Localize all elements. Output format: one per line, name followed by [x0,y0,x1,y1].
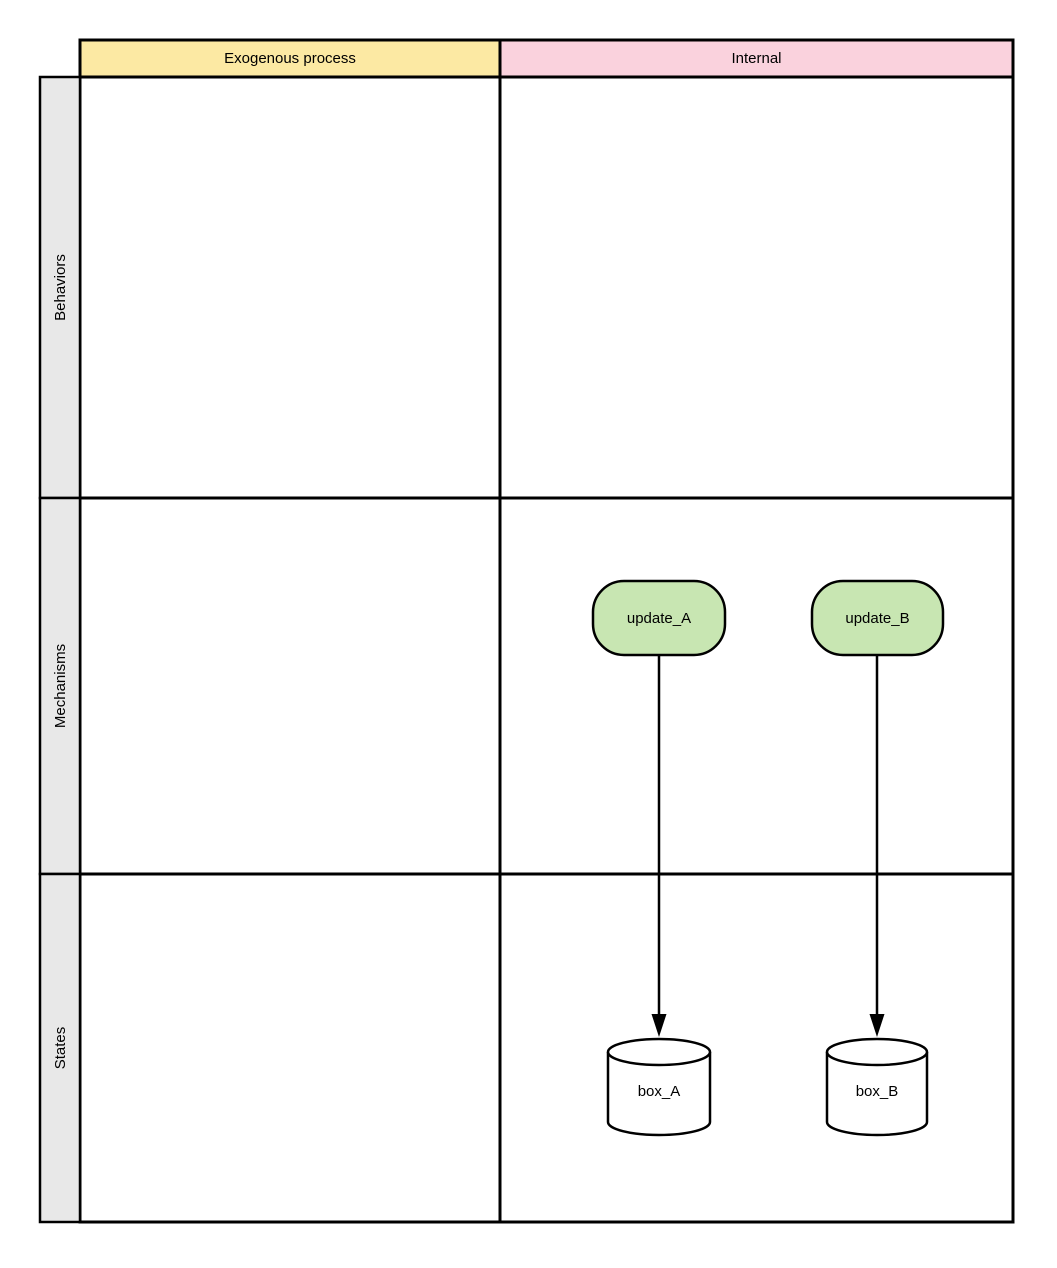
node-box-b-body [825,1052,929,1137]
cell-behaviors-exogenous [78,75,502,500]
node-box-a-top [606,1037,712,1067]
node-update-b [810,579,945,657]
cell-mechanisms-exogenous [78,496,502,876]
row-header-states-label: States [52,1027,69,1070]
arrowhead-boxB-icon [869,1014,885,1037]
column-header-internal-label: Internal [731,50,781,67]
row-header-states [38,872,82,1224]
cell-states-exogenous [78,872,502,1224]
row-header-mechanisms-label: Mechanisms [52,644,69,728]
node-box-a-label: box_A [638,1083,681,1100]
cell-mechanisms-internal [498,496,1015,876]
node-box-b-label: box_B [856,1083,899,1100]
node-box-b-top [825,1037,929,1067]
node-update-b-label: update_B [845,610,909,627]
column-header-exogenous-label: Exogenous process [224,50,356,67]
row-header-mechanisms [38,496,82,876]
node-update-a [591,579,727,657]
column-header-internal [498,38,1015,79]
cell-behaviors-internal [498,75,1015,500]
cell-states-internal [498,872,1015,1224]
node-box-a-body [606,1052,712,1137]
column-header-exogenous-process [78,38,502,79]
node-update-a-label: update_A [627,610,691,627]
arrowhead-boxA-icon [651,1014,667,1037]
row-header-behaviors-label: Behaviors [52,254,69,321]
